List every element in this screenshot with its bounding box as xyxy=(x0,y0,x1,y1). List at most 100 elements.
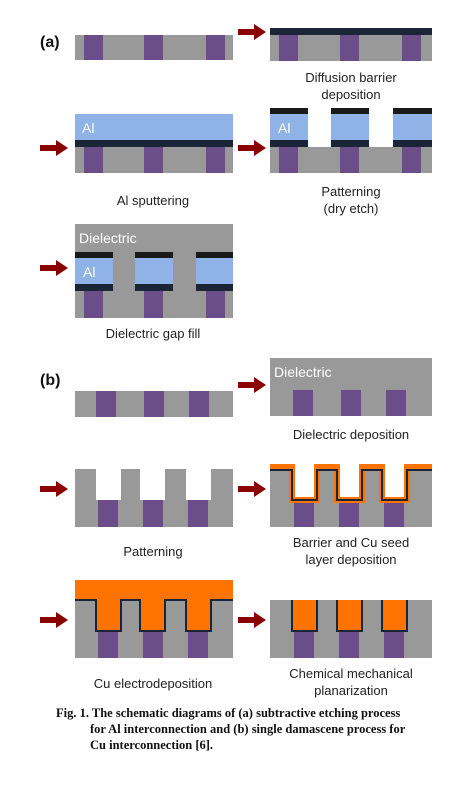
via xyxy=(384,631,404,658)
step-b1-diagram xyxy=(75,391,233,417)
step-b6-arrow xyxy=(238,612,266,628)
step-b4-arrow xyxy=(238,481,266,497)
al-label: Al xyxy=(82,120,94,136)
via xyxy=(144,35,163,60)
step-a4-label-line2: (dry etch) xyxy=(324,201,379,216)
via xyxy=(340,147,359,173)
trench xyxy=(292,469,317,500)
step-a4-arrow xyxy=(238,140,266,156)
via xyxy=(339,631,359,658)
caption-line-1: Fig. 1. The schematic diagrams of (a) su… xyxy=(56,706,401,720)
via xyxy=(144,391,164,417)
via xyxy=(188,631,208,658)
barrier-segment xyxy=(196,284,233,291)
via xyxy=(402,147,421,173)
barrier-segment xyxy=(135,284,173,291)
via xyxy=(279,35,298,61)
step-a1-diagram xyxy=(75,35,233,60)
cu-line xyxy=(292,600,317,631)
step-b4-label-line2: layer deposition xyxy=(305,552,396,567)
copper-overburden xyxy=(75,580,233,600)
step-a2-label-line2: deposition xyxy=(321,87,380,102)
step-b2-diagram: Dielectric xyxy=(270,358,432,416)
step-a2-arrow xyxy=(238,24,266,40)
step-b5-arrow xyxy=(40,612,68,628)
barrier-liner xyxy=(75,599,233,632)
via xyxy=(189,391,209,417)
aluminum-layer xyxy=(75,114,233,140)
via xyxy=(384,500,404,527)
step-a3-label: Al sputtering xyxy=(117,193,189,208)
caption-line-3: Cu interconnection [6]. xyxy=(90,738,214,752)
step-b6-diagram xyxy=(270,600,432,658)
step-a2-diagram xyxy=(270,28,432,61)
aluminum-line xyxy=(135,258,173,284)
section-b-label: (b) xyxy=(40,372,60,389)
via xyxy=(84,35,103,60)
cu-fill xyxy=(96,600,121,631)
via xyxy=(293,390,313,416)
step-b6-label-line2: planarization xyxy=(314,683,388,698)
via xyxy=(143,631,163,658)
hard-mask xyxy=(331,108,369,114)
step-a5-diagram: Dielectric Al xyxy=(75,224,233,318)
barrier-liner xyxy=(270,469,432,501)
via xyxy=(84,147,103,173)
al-label: Al xyxy=(83,264,95,280)
dielectric-label: Dielectric xyxy=(274,364,332,380)
step-a5-label: Dielectric gap fill xyxy=(106,326,201,341)
via xyxy=(340,35,359,61)
step-a3-arrow xyxy=(40,140,68,156)
figure-caption: Fig. 1. The schematic diagrams of (a) su… xyxy=(56,705,456,753)
step-b2-label: Dielectric deposition xyxy=(293,427,409,442)
step-b5-diagram xyxy=(75,580,233,658)
hard-mask xyxy=(196,252,233,258)
aluminum-line xyxy=(75,258,113,284)
via xyxy=(279,147,298,173)
via xyxy=(294,631,314,658)
via xyxy=(341,390,361,416)
via xyxy=(402,35,421,61)
trench xyxy=(186,469,211,500)
step-a3-diagram: Al xyxy=(75,114,233,173)
step-b5-label: Cu electrodeposition xyxy=(94,676,213,691)
via xyxy=(143,500,163,527)
dielectric-label: Dielectric xyxy=(79,230,137,246)
barrier-liner xyxy=(291,600,408,632)
via xyxy=(206,291,225,318)
via xyxy=(206,147,225,173)
hard-mask xyxy=(75,252,113,258)
cu-line xyxy=(382,600,407,631)
via xyxy=(84,291,103,318)
trench xyxy=(140,469,165,500)
hard-mask xyxy=(393,108,432,114)
via xyxy=(386,390,406,416)
step-b3-label: Patterning xyxy=(123,544,182,559)
diffusion-barrier xyxy=(270,28,432,35)
barrier-segment xyxy=(270,140,308,147)
via xyxy=(96,391,116,417)
step-b2-arrow xyxy=(238,377,266,393)
via xyxy=(294,500,314,527)
step-a4-diagram: Al xyxy=(270,108,432,173)
al-label: Al xyxy=(278,120,290,136)
via xyxy=(98,631,118,658)
via xyxy=(144,147,163,173)
aluminum-line xyxy=(331,114,369,140)
step-a2-label-line1: Diffusion barrier xyxy=(305,70,397,85)
barrier-segment xyxy=(393,140,432,147)
step-b4-diagram xyxy=(270,464,432,527)
hard-mask xyxy=(135,252,173,258)
aluminum-line xyxy=(196,258,233,284)
caption-line-2: for Al interconnection and (b) single da… xyxy=(90,722,406,736)
via xyxy=(98,500,118,527)
trench xyxy=(337,469,362,500)
step-a5-arrow xyxy=(40,260,68,276)
via xyxy=(144,291,163,318)
step-b3-diagram xyxy=(75,469,233,527)
step-b6-label-line1: Chemical mechanical xyxy=(289,666,413,681)
via xyxy=(339,500,359,527)
diffusion-barrier xyxy=(75,140,233,147)
aluminum-line xyxy=(393,114,432,140)
